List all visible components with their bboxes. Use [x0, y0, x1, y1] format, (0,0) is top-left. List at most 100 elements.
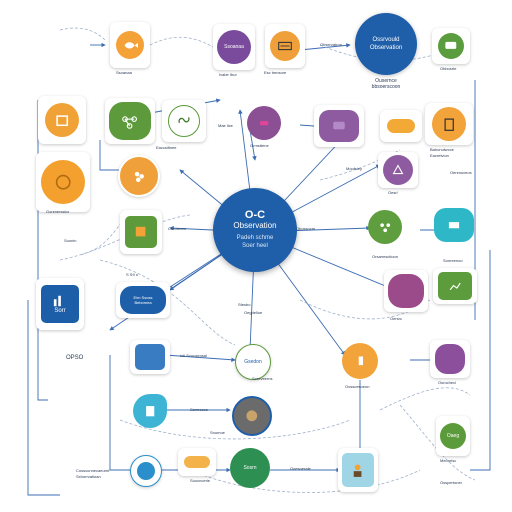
card-bottom-4[interactable] — [430, 340, 470, 378]
dashed-curve — [119, 419, 351, 440]
center-title: O-C — [244, 209, 266, 221]
node-left-5[interactable] — [118, 155, 160, 197]
node-bottom-4 — [435, 344, 465, 374]
card-mid-3[interactable] — [380, 110, 422, 142]
center-subtitle: Observation — [233, 221, 277, 230]
card-mid-1[interactable] — [162, 100, 206, 142]
person-icon — [354, 464, 362, 477]
top-right-circle[interactable]: Ossrvould Observation — [355, 13, 417, 75]
node-bottom-2-label: Gsedon — [244, 359, 262, 365]
card-right-3[interactable] — [384, 270, 428, 312]
node-mid-1 — [168, 105, 200, 137]
card-bottom-1[interactable] — [130, 340, 170, 374]
dashed-curve — [379, 387, 471, 411]
connector-elbow — [27, 300, 60, 496]
node-mid-2[interactable] — [247, 106, 281, 140]
fish-icon — [124, 41, 138, 49]
node-bottom-2[interactable]: Gsedon — [235, 344, 271, 380]
card-left-4[interactable] — [120, 210, 162, 254]
node-right-1a — [383, 155, 413, 185]
node-left-7: Elm Ssoss Bebomea — [120, 286, 166, 314]
card-right-0[interactable] — [425, 103, 473, 145]
card-left-6[interactable]: Sorr — [36, 278, 84, 330]
node-bottom-1 — [135, 344, 165, 370]
node-bottom-10[interactable]: Sosrn — [230, 448, 270, 488]
dashed-curve — [59, 27, 106, 41]
card-right-1[interactable] — [378, 152, 418, 188]
node-right-3 — [388, 274, 424, 308]
dashed-curve — [299, 299, 431, 320]
label-t-e: Obbosrte — [440, 66, 457, 71]
node-bottom-7-label: Oaeg — [446, 433, 460, 439]
card-bottom-11[interactable] — [338, 448, 378, 492]
card-mid-4[interactable] — [314, 105, 364, 147]
label-r1-a: Mae lice — [218, 123, 233, 128]
triangle-icon — [392, 164, 404, 175]
top-right-title: Ossrvould — [372, 37, 400, 43]
card-left-7[interactable]: Elm Ssoss Bebomea — [116, 282, 170, 318]
center-line-2: Soer heel — [242, 243, 268, 249]
label-r5-a: Soreveerns — [252, 376, 273, 381]
card-left-2[interactable] — [105, 98, 155, 144]
label-r6-b: Soocncerie — [190, 478, 211, 483]
node-bottom-6[interactable] — [232, 396, 272, 436]
label-r1-f: Moofsiey — [346, 166, 363, 171]
connector-elbow — [109, 355, 130, 471]
card-right-4[interactable] — [433, 268, 477, 304]
card-top-1[interactable] — [110, 22, 150, 68]
node-bottom-8[interactable] — [130, 455, 162, 487]
label-t-a: Ssoanaa — [116, 70, 132, 75]
label-r4-f: Ssrmecoe — [190, 407, 209, 412]
node-mid-3 — [387, 119, 415, 133]
document-icon — [145, 405, 155, 417]
card-bottom-9[interactable] — [178, 448, 216, 476]
connector-elbow — [470, 250, 491, 471]
clipboard-icon — [444, 118, 454, 131]
card-left-3[interactable] — [36, 152, 90, 212]
label-r2-a: Gonmersstor — [46, 209, 70, 214]
card-left-1[interactable] — [38, 96, 86, 144]
dashed-curve — [189, 469, 421, 493]
node-right-2[interactable] — [434, 208, 474, 242]
label-r1-c: Grmsttene — [250, 143, 269, 148]
node-left-6-label: Sorr — [54, 308, 66, 314]
node-right-1[interactable] — [368, 210, 402, 244]
node-bottom-11 — [342, 453, 374, 487]
center-hub[interactable]: O-C Observation Padeh schme Soer heel — [213, 188, 297, 272]
tag-icon — [358, 356, 364, 366]
device-icon — [448, 221, 460, 229]
label-r1-b: Eaccsiltnee — [156, 145, 177, 150]
node-top-4 — [438, 33, 464, 59]
node-bottom-10-label: Sosrn — [243, 465, 257, 471]
label-r5-d: Sxhorrvatioan — [76, 474, 101, 479]
label-r5-c: Meonrisc — [440, 458, 457, 463]
node-bottom-7: Oaeg — [440, 423, 466, 449]
label-r4-e: Osrocheci — [438, 380, 457, 385]
dots-icon — [380, 223, 390, 232]
server-icon — [278, 41, 292, 51]
chart-icon — [53, 295, 61, 307]
node-bottom-5[interactable] — [133, 394, 167, 428]
label-r2-d: Orsamrsctioon — [372, 254, 399, 259]
label-r1-g: Oesrl — [388, 190, 398, 195]
label-t-c: Esc tmnsore — [264, 70, 287, 75]
label-r1-e: Eacretvion — [430, 153, 449, 158]
card-top-3[interactable] — [265, 24, 305, 68]
chat-icon — [445, 42, 457, 50]
node-top-2-label: Ssoanaa — [224, 44, 244, 50]
connector-line — [164, 354, 236, 362]
card-top-2[interactable]: Ssoanaa — [213, 24, 255, 70]
card-top-4[interactable] — [432, 28, 470, 64]
chat-icon — [333, 122, 345, 130]
grain-icon — [55, 174, 71, 190]
network-icon — [122, 115, 138, 129]
node-bottom-3[interactable] — [342, 343, 378, 379]
connector-line — [249, 129, 257, 161]
photo-icon — [246, 410, 258, 422]
label-r1-d: Bahonulwcce — [430, 147, 454, 152]
dashed-curve — [99, 259, 236, 346]
link-icon — [178, 117, 190, 124]
tag-icon — [259, 120, 269, 126]
card-bottom-7[interactable]: Oaeg — [436, 416, 470, 456]
node-mid-4 — [319, 110, 359, 142]
